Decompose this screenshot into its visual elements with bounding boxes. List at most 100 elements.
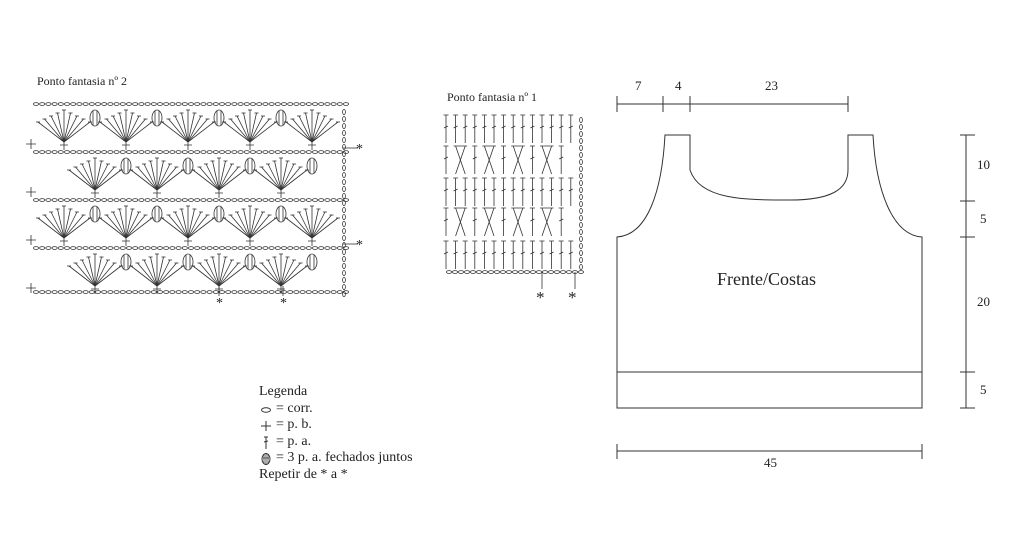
chain-stitch bbox=[342, 116, 346, 123]
chain-stitch bbox=[299, 246, 306, 250]
fan-stitch bbox=[156, 166, 177, 191]
chain-stitch bbox=[287, 198, 294, 202]
fan-stitch bbox=[199, 262, 220, 287]
chain-stitch bbox=[518, 270, 525, 274]
chain-stitch bbox=[156, 102, 163, 106]
chain-stitch bbox=[262, 198, 269, 202]
chain-stitch bbox=[163, 246, 170, 250]
chain-stitch bbox=[342, 199, 346, 206]
chain-stitch bbox=[268, 198, 275, 202]
fan-stitch bbox=[249, 217, 277, 239]
chain-stitch bbox=[107, 150, 114, 154]
chain-stitch bbox=[342, 150, 346, 157]
fan-stitch bbox=[68, 265, 96, 287]
chain-stitch bbox=[579, 249, 583, 256]
fan-stitch bbox=[267, 259, 282, 287]
chain-stitch bbox=[39, 290, 46, 294]
chain-stitch bbox=[499, 270, 506, 274]
chain-stitch bbox=[88, 290, 95, 294]
double-crochet bbox=[529, 207, 535, 236]
chain-stitch bbox=[579, 235, 583, 242]
chain-stitch bbox=[51, 198, 58, 202]
chain-stitch bbox=[342, 213, 346, 220]
chain-stitch bbox=[187, 290, 194, 294]
fan-stitch bbox=[137, 166, 158, 191]
double-crochet bbox=[568, 114, 574, 143]
chain-stitch bbox=[169, 290, 176, 294]
chain-stitch bbox=[82, 150, 89, 154]
fan-stitch bbox=[298, 115, 313, 143]
chain-stitch bbox=[156, 246, 163, 250]
chain-stitch bbox=[144, 290, 151, 294]
legend-repeat-note: Repetir de * a * bbox=[259, 466, 348, 482]
chain-stitch bbox=[76, 198, 83, 202]
fan-stitch bbox=[174, 115, 189, 143]
fan-stitch bbox=[187, 217, 215, 239]
chain-stitch bbox=[132, 198, 139, 202]
single-crochet bbox=[91, 188, 99, 198]
fan-stitch bbox=[63, 115, 78, 143]
crossed-double-crochet bbox=[453, 207, 468, 237]
chain-stitch bbox=[342, 198, 349, 202]
chain-stitch bbox=[225, 198, 232, 202]
single-crochet bbox=[91, 284, 99, 294]
single-crochet bbox=[184, 236, 192, 246]
chain-stitch bbox=[113, 290, 120, 294]
cluster-stitch bbox=[213, 205, 225, 223]
double-crochet bbox=[481, 240, 487, 269]
fan-stitch bbox=[311, 214, 332, 239]
chain-stitch bbox=[132, 290, 139, 294]
single-crochet bbox=[26, 235, 36, 245]
chain-stitch bbox=[268, 290, 275, 294]
double-crochet bbox=[510, 240, 516, 269]
chain-stitch bbox=[578, 270, 585, 274]
chain-stitch bbox=[45, 198, 52, 202]
legend-title: Legenda bbox=[259, 384, 308, 399]
chain-stitch bbox=[493, 270, 500, 274]
fan-stitch bbox=[106, 118, 127, 143]
repeat-star-6: * bbox=[568, 288, 577, 307]
chain-stitch bbox=[299, 198, 306, 202]
single-crochet bbox=[277, 284, 285, 294]
double-crochet bbox=[529, 114, 535, 143]
chain-stitch bbox=[318, 198, 325, 202]
cluster-stitch bbox=[213, 109, 225, 127]
chain-stitch bbox=[218, 246, 225, 250]
chain-stitch bbox=[249, 150, 256, 154]
chain-stitch bbox=[225, 150, 232, 154]
chain-stitch bbox=[342, 143, 346, 150]
crossed-double-crochet bbox=[453, 145, 468, 175]
fan-stitch bbox=[75, 262, 96, 287]
fan-stitch bbox=[305, 112, 313, 143]
chain-stitch bbox=[262, 150, 269, 154]
fan-stitch bbox=[94, 262, 115, 287]
chain-stitch bbox=[200, 150, 207, 154]
fan-stitch bbox=[125, 211, 140, 239]
crossed-double-crochet bbox=[482, 207, 496, 237]
chain-stitch bbox=[305, 246, 312, 250]
fan-stitch bbox=[63, 214, 84, 239]
legend-dc-text: = p. a. bbox=[276, 433, 312, 449]
fan-stitch bbox=[274, 160, 282, 191]
single-crochet bbox=[60, 140, 68, 150]
chain-stitch bbox=[82, 246, 89, 250]
double-crochet bbox=[549, 240, 555, 269]
chain-stitch bbox=[163, 198, 170, 202]
single-crochet bbox=[153, 284, 161, 294]
chain-stitch bbox=[299, 150, 306, 154]
chain-stitch bbox=[132, 150, 139, 154]
dim-bottom-45: 45 bbox=[764, 455, 777, 470]
fan-stitch bbox=[187, 211, 202, 239]
fan-stitch bbox=[236, 115, 251, 143]
chain-stitch bbox=[560, 270, 567, 274]
chain-stitch bbox=[51, 102, 58, 106]
chain-stitch bbox=[293, 150, 300, 154]
chain-stitch bbox=[126, 290, 133, 294]
double-crochet bbox=[558, 145, 564, 174]
fan-stitch bbox=[81, 259, 96, 287]
chain-stitch bbox=[194, 290, 201, 294]
chain-stitch bbox=[175, 198, 182, 202]
chain-stitch bbox=[82, 198, 89, 202]
fan-stitch bbox=[243, 112, 251, 143]
cluster-stitch bbox=[151, 109, 163, 127]
